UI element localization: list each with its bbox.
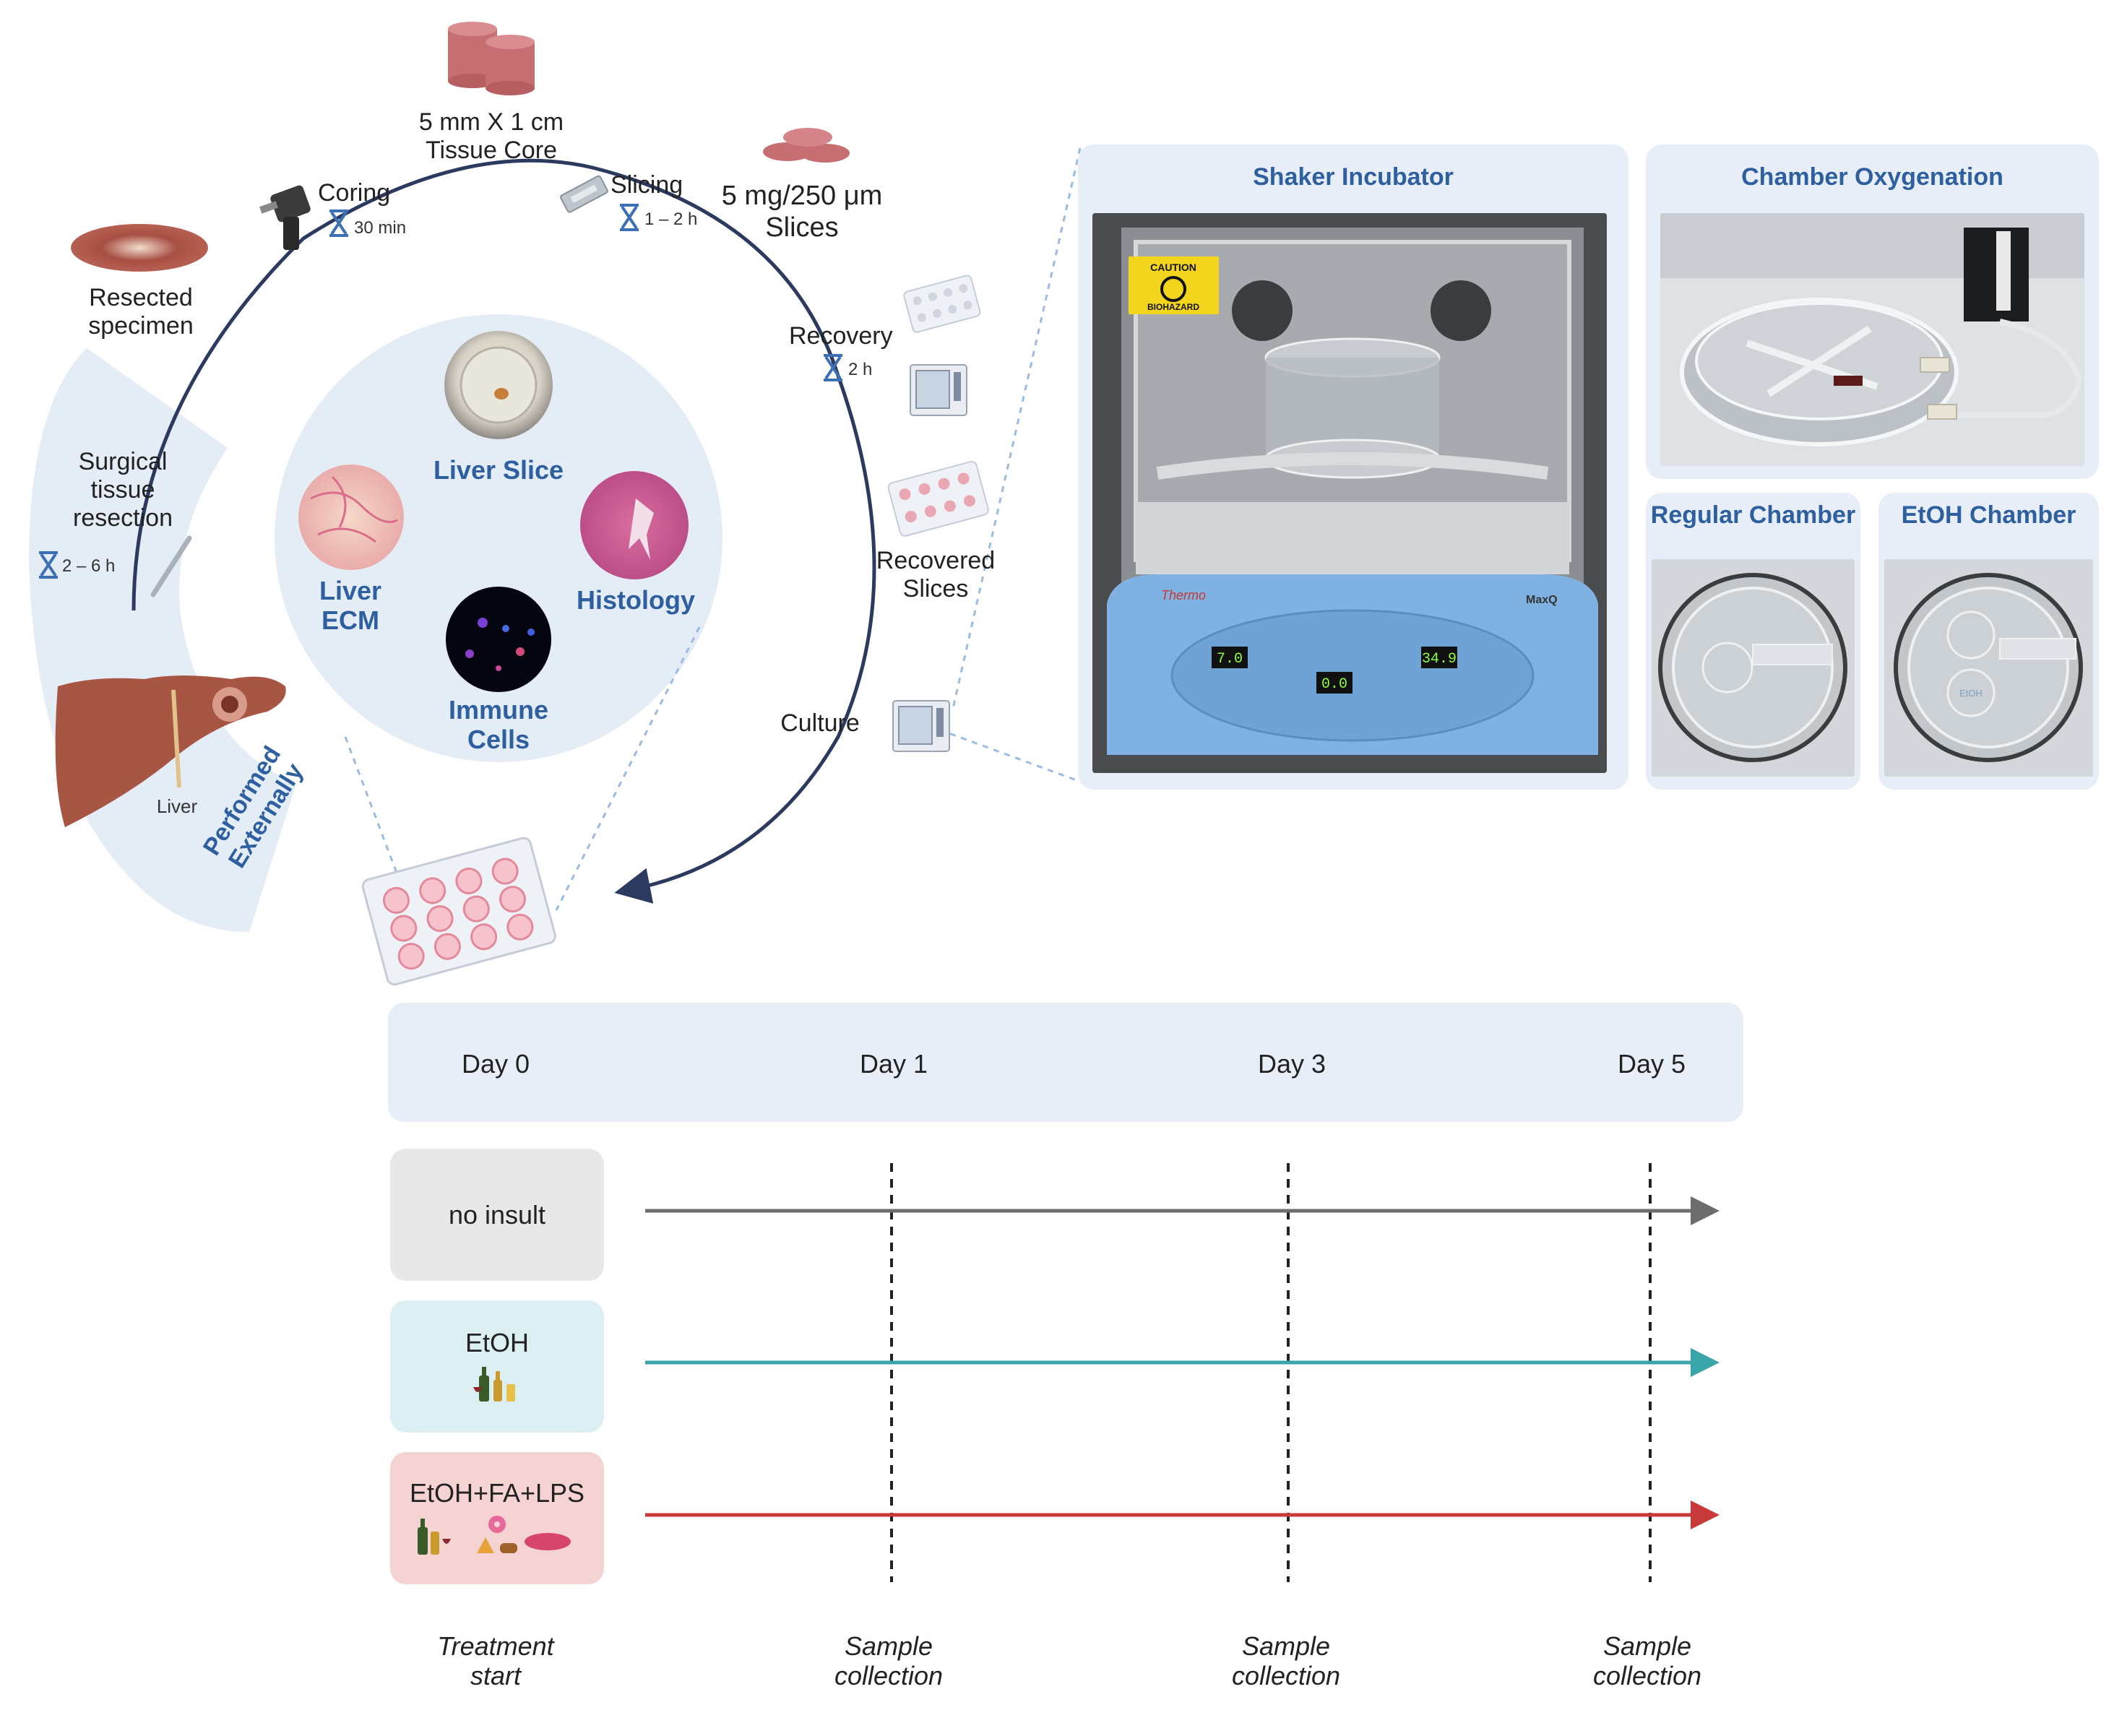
liver-ecm-image bbox=[298, 465, 404, 570]
tissue-core-label: 5 mm X 1 cm Tissue Core bbox=[418, 108, 564, 165]
day-0-label: Day 0 bbox=[461, 1049, 530, 1079]
well-plate-icon-recovered bbox=[887, 460, 989, 537]
dash-line-1 bbox=[344, 736, 405, 891]
chamber-etoh-well-label: EtOH bbox=[1959, 688, 1983, 699]
well-plate-icon-recovery bbox=[903, 275, 981, 333]
caption-sample-collection-day1: Sample collection bbox=[834, 1631, 944, 1691]
display-ph: 7.0 bbox=[1217, 651, 1243, 668]
regular-chamber-panel: Regular Chamber bbox=[1646, 493, 1860, 790]
caption-treatment-start: Treatment start bbox=[437, 1631, 554, 1691]
chamber-oxygenation-photo bbox=[1660, 213, 2084, 466]
surgical-time: 2 – 6 h bbox=[62, 556, 116, 576]
row-etoh-label: EtOH bbox=[465, 1327, 529, 1357]
chamber-oxygenation-title: Chamber Oxygenation bbox=[1741, 163, 2003, 191]
immune-cells-label: Immune Cells bbox=[448, 695, 549, 755]
liver-label: Liver bbox=[156, 795, 198, 817]
dash-line-3 bbox=[939, 728, 1077, 782]
caption-sample-collection-day3: Sample collection bbox=[1231, 1631, 1341, 1691]
row-etoh: EtOH bbox=[390, 1300, 604, 1433]
slices-label: 5 mg/250 μm Slices bbox=[721, 181, 883, 243]
caution-sign-line1: CAUTION bbox=[1150, 262, 1196, 273]
recovered-slices-label: Recovered Slices bbox=[876, 547, 996, 603]
slicing-time: 1 – 2 h bbox=[644, 210, 698, 229]
shaker-incubator-photo: CAUTION BIOHAZARD Thermo MaxQ 7.0 0.0 34… bbox=[1092, 213, 1607, 773]
slices-icon bbox=[763, 128, 850, 163]
shaker-incubator-title: Shaker Incubator bbox=[1253, 163, 1454, 191]
shaker-incubator-panel: Shaker Incubator CAUTION BIOHAZARD Therm… bbox=[1078, 144, 1628, 790]
hourglass-icon-coring bbox=[329, 210, 348, 237]
scalpel-icon bbox=[150, 535, 192, 597]
timeline-header bbox=[388, 1003, 1743, 1122]
regular-chamber-title: Regular Chamber bbox=[1650, 501, 1856, 529]
display-temp: 34.9 bbox=[1422, 651, 1457, 668]
diet-icons bbox=[418, 1515, 571, 1555]
surgical-resection-label: Surgical tissue resection bbox=[73, 448, 173, 532]
incubator-model: MaxQ bbox=[1526, 594, 1558, 606]
workflow-arc bbox=[131, 158, 876, 904]
etoh-chamber-photo: EtOH bbox=[1884, 559, 2093, 777]
blade-icon bbox=[559, 175, 608, 213]
incubator-icon-recovery bbox=[910, 364, 967, 416]
liver-ecm-label: Liver ECM bbox=[319, 576, 382, 636]
caption-sample-collection-day5: Sample collection bbox=[1592, 1631, 1702, 1691]
liver-icon bbox=[55, 675, 286, 827]
day-5-label: Day 5 bbox=[1617, 1049, 1686, 1079]
slicing-label: Slicing bbox=[611, 171, 683, 199]
coring-label: Coring bbox=[318, 179, 391, 207]
resected-specimen-icon bbox=[71, 224, 208, 272]
tissue-core-icon bbox=[448, 22, 535, 95]
recovery-label: Recovery bbox=[789, 322, 893, 350]
well-plate-icon-culture bbox=[361, 837, 556, 986]
row-no-insult-label: no insult bbox=[448, 1199, 546, 1230]
etoh-chamber-panel: EtOH Chamber EtOH bbox=[1878, 493, 2099, 790]
histology-image bbox=[580, 471, 689, 579]
liver-slice-image bbox=[444, 331, 553, 439]
hourglass-icon-recovery bbox=[824, 354, 842, 381]
day-1-label: Day 1 bbox=[859, 1049, 928, 1079]
regular-chamber-photo bbox=[1652, 559, 1855, 777]
liver-slice-label: Liver Slice bbox=[433, 455, 564, 485]
caution-sign-line2: BIOHAZARD bbox=[1147, 302, 1199, 312]
display-speed: 0.0 bbox=[1321, 676, 1347, 693]
row-no-insult: no insult bbox=[390, 1149, 604, 1281]
resected-specimen-label: Resected specimen bbox=[88, 284, 194, 340]
chamber-oxygenation-panel: Chamber Oxygenation bbox=[1646, 144, 2099, 479]
dash-line-4 bbox=[951, 147, 1082, 712]
hourglass-icon-surgical bbox=[39, 551, 58, 579]
culture-label: Culture bbox=[780, 709, 860, 737]
incubator-icon-culture bbox=[892, 700, 950, 752]
day-3-label: Day 3 bbox=[1257, 1049, 1326, 1079]
immune-cells-image bbox=[446, 587, 551, 692]
drill-icon bbox=[259, 185, 311, 250]
incubator-brand: Thermo bbox=[1161, 588, 1206, 603]
histology-label: Histology bbox=[576, 585, 695, 615]
analysis-circle bbox=[275, 314, 722, 762]
etoh-chamber-title: EtOH Chamber bbox=[1901, 501, 2076, 529]
recovery-time: 2 h bbox=[848, 360, 873, 379]
coring-time: 30 min bbox=[354, 218, 407, 238]
row-etoh-fa-lps: EtOH+FA+LPS bbox=[390, 1452, 604, 1584]
alcohol-bottles-icon bbox=[473, 1366, 515, 1402]
hourglass-icon-slicing bbox=[620, 204, 639, 231]
row-etoh-fa-lps-label: EtOH+FA+LPS bbox=[409, 1477, 585, 1508]
